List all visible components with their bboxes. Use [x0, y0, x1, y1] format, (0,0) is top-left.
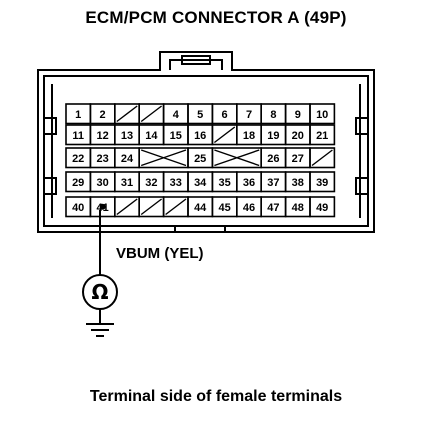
terminal-number: 45: [218, 202, 230, 214]
blank-slash-line: [213, 126, 236, 144]
blank-cross-line: [140, 149, 187, 167]
terminal-number: 44: [194, 202, 207, 214]
terminal-number: 30: [96, 177, 108, 189]
terminal-number: 27: [292, 153, 304, 165]
terminal-number: 24: [121, 153, 134, 165]
blank-cross-line: [214, 149, 260, 167]
blank-slash-line: [311, 149, 333, 167]
wire-label: VBUM (YEL): [116, 245, 204, 262]
terminal-cell: [309, 171, 336, 193]
terminal-number: 19: [267, 130, 279, 142]
wire-lead: [86, 210, 114, 337]
terminal-number: 34: [194, 177, 207, 189]
terminal-number: 26: [267, 153, 279, 165]
terminal-number: 9: [295, 109, 301, 121]
terminal-number: 12: [96, 130, 108, 142]
terminal-number: 32: [145, 177, 157, 189]
terminal-number: 14: [145, 130, 158, 142]
terminal-number: 20: [292, 130, 304, 142]
blank-slash-line: [140, 198, 163, 216]
terminal-number: 16: [194, 130, 206, 142]
ohm-meter-icon: Ω: [82, 274, 118, 310]
terminal-number: 11: [72, 130, 84, 142]
diagram-title: ECM/PCM CONNECTOR A (49P): [85, 8, 347, 27]
terminal-number: 39: [316, 177, 328, 189]
terminal-number: 47: [267, 202, 279, 214]
terminal-number: 13: [121, 130, 133, 142]
terminal-number: 7: [246, 109, 252, 121]
blank-slash-line: [116, 105, 138, 123]
svg-text:Ω: Ω: [91, 280, 108, 304]
terminal-number: 4: [173, 109, 180, 121]
terminal-number: 40: [72, 202, 84, 214]
terminal-number: 49: [316, 202, 328, 214]
terminal-number: 10: [316, 109, 328, 121]
terminal-number: 25: [194, 153, 206, 165]
terminal-number: 18: [243, 130, 255, 142]
terminal-number: 6: [222, 109, 228, 121]
diagram-caption: Terminal side of female terminals: [89, 388, 343, 405]
terminal-cell-blank: [309, 147, 336, 169]
terminal-number: 35: [218, 177, 230, 189]
terminal-number: 15: [170, 130, 182, 142]
terminal-cell: [309, 103, 336, 125]
blank-slash-line: [116, 198, 138, 216]
terminal-cell: [309, 124, 336, 146]
terminal-number: 36: [243, 177, 255, 189]
blank-slash-line: [140, 105, 163, 123]
terminal-number: 31: [121, 177, 133, 189]
blank-slash-line: [165, 198, 187, 216]
terminal-number: 8: [270, 109, 276, 121]
terminal-number: 38: [292, 177, 304, 189]
terminal-cell: [309, 196, 336, 218]
terminal-number: 33: [170, 177, 182, 189]
terminal-number: 21: [316, 130, 328, 142]
probe-line: [99, 206, 104, 211]
terminal-number: 23: [96, 153, 108, 165]
terminal-number: 46: [243, 202, 255, 214]
terminal-number: 2: [100, 109, 106, 121]
terminal-number: 48: [292, 202, 304, 214]
connector-housing: [37, 51, 375, 233]
terminal-number: 1: [75, 109, 81, 121]
terminal-number: 37: [267, 177, 279, 189]
terminal-number: 22: [72, 153, 84, 165]
terminal-number: 5: [197, 109, 203, 121]
terminal-number: 29: [72, 177, 84, 189]
